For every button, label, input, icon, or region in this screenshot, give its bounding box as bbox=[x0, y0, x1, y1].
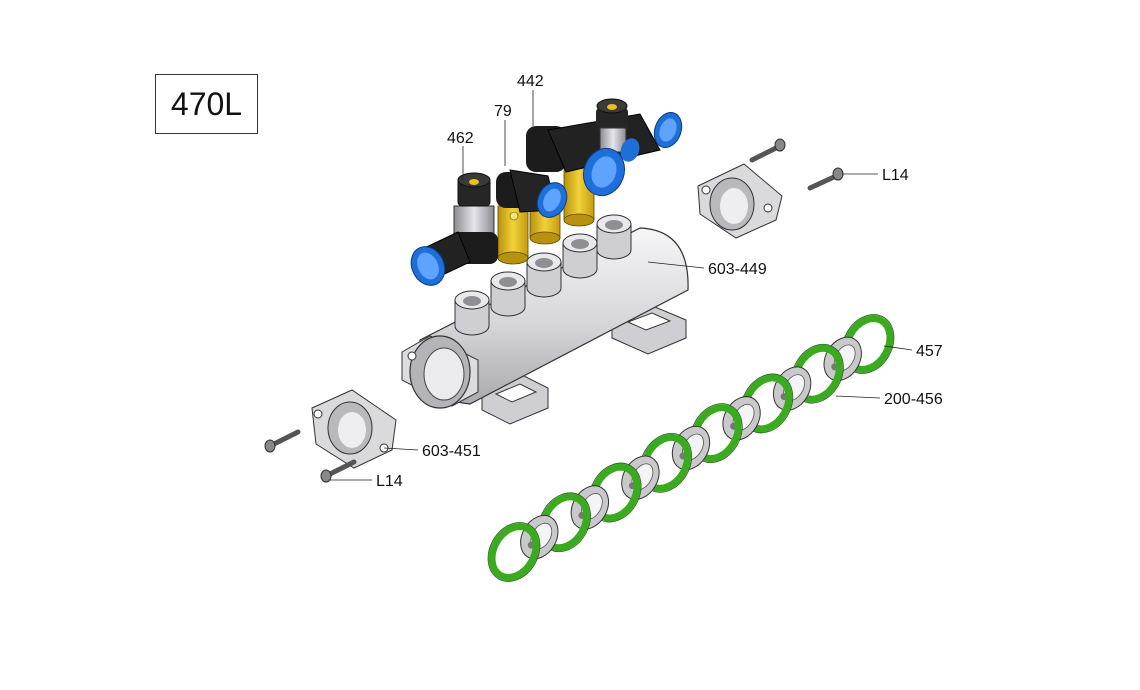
end-cap-upper bbox=[697, 163, 783, 239]
o-ring-edge bbox=[487, 522, 541, 582]
screw-upper-2 bbox=[807, 167, 844, 191]
callout-603-451: 603-451 bbox=[422, 443, 481, 460]
end-cap-603-451 bbox=[311, 389, 397, 469]
callout-442: 442 bbox=[517, 73, 544, 90]
callout-200-456: 200-456 bbox=[884, 391, 943, 408]
fitting-442 bbox=[526, 98, 683, 197]
callout-462: 462 bbox=[447, 130, 474, 147]
callout-457: 457 bbox=[916, 343, 943, 360]
fitting-79 bbox=[496, 169, 568, 218]
screw-lower-2 bbox=[320, 459, 357, 483]
screw-lower-1 bbox=[264, 429, 301, 453]
callout-l14-bottom: L14 bbox=[376, 473, 403, 490]
callout-l14-top: L14 bbox=[882, 167, 909, 184]
screw-upper-1 bbox=[749, 138, 786, 163]
leader-lines bbox=[330, 90, 913, 481]
model-label: 470L bbox=[170, 85, 243, 122]
fitting-462 bbox=[410, 172, 498, 286]
callout-603-449: 603-449 bbox=[708, 261, 767, 278]
o-ring bbox=[488, 523, 540, 581]
callout-79: 79 bbox=[494, 103, 512, 120]
o-ring-spacer-stack bbox=[487, 314, 895, 582]
manifold-housing bbox=[401, 214, 689, 425]
model-label-box: 470L bbox=[155, 74, 258, 134]
boss-row bbox=[454, 214, 632, 336]
